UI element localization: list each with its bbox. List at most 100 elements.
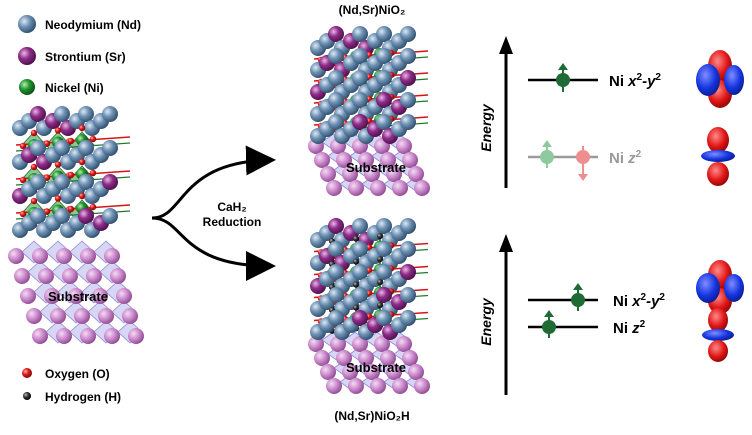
nd-atom	[352, 241, 368, 257]
substrate-atom	[80, 328, 96, 344]
substrate-atom	[74, 308, 90, 324]
orbital-z2-top	[701, 127, 735, 186]
o-atom	[67, 137, 75, 145]
nd-atom	[376, 264, 392, 280]
substrate-label-top: Substrate	[346, 160, 406, 175]
o-atom	[67, 205, 75, 213]
nd-atom	[376, 48, 392, 64]
energy-diagram-bottom: Energy Ni x2-y2 Ni z2	[478, 234, 744, 395]
substrate-atom	[374, 336, 390, 352]
level-label-z2-bottom: Ni z2	[613, 319, 646, 337]
electron-up-z2-top	[540, 140, 554, 168]
o-atom	[19, 176, 27, 184]
substrate-atom	[342, 364, 358, 380]
nd-atom	[30, 174, 46, 190]
orbital-x2y2-top	[696, 50, 744, 108]
substrate-atom	[320, 364, 336, 380]
sr-atom	[400, 70, 416, 86]
nd-atom	[400, 92, 416, 108]
nd-atom	[376, 114, 392, 130]
legend-nd-swatch	[18, 15, 36, 33]
substrate-atom	[8, 248, 24, 264]
substrate-atom	[386, 364, 402, 380]
nd-atom	[30, 140, 46, 156]
substrate-atom	[392, 180, 408, 196]
nd-atom	[376, 218, 392, 234]
substrate-atom	[408, 364, 424, 380]
h-atom	[377, 256, 383, 263]
nd-atom	[376, 241, 392, 257]
orbital-z2-bottom	[702, 308, 734, 362]
legend-sr-swatch	[18, 47, 36, 65]
level-label-x2y2-bottom: Ni x2-y2	[613, 292, 665, 310]
nd-atom	[30, 208, 46, 224]
substrate-atom	[92, 288, 108, 304]
substrate-atom	[56, 328, 72, 344]
nd-atom	[400, 114, 416, 130]
substrate-atom	[380, 152, 396, 168]
nd-atom	[376, 310, 392, 326]
formula-bottom: (Nd,Sr)NiO₂H	[334, 409, 409, 423]
nd-atom	[54, 140, 70, 156]
sr-atom	[102, 174, 118, 190]
h-atom	[353, 235, 359, 242]
level-label-x2y2-top: Ni x2-y2	[609, 72, 661, 90]
o-atom	[54, 161, 62, 168]
substrate-atom	[314, 152, 330, 168]
nd-atom	[328, 114, 344, 130]
substrate-atom	[364, 166, 380, 182]
substrate-atom	[408, 166, 424, 182]
substrate-atom	[86, 268, 102, 284]
energy-axis-label-top: Energy	[478, 103, 494, 152]
o-atom	[30, 197, 38, 205]
energy-axis-arrowhead-bottom	[499, 234, 513, 252]
substrate-atom	[314, 350, 330, 366]
branch-arrow-top	[151, 145, 276, 220]
legend-ni-swatch	[19, 79, 35, 95]
nd-atom	[328, 287, 344, 303]
legend-ni-label: Nickel (Ni)	[45, 81, 104, 95]
h-atom	[377, 302, 383, 309]
substrate-atom	[402, 350, 418, 366]
substrate-atom	[104, 248, 120, 264]
nd-atom	[78, 106, 94, 122]
nd-atom	[352, 287, 368, 303]
nd-atom	[400, 26, 416, 42]
substrate-atom	[62, 268, 78, 284]
nd-atom	[102, 106, 118, 122]
nd-atom	[400, 310, 416, 326]
o-atom	[78, 158, 86, 166]
nd-atom	[54, 174, 70, 190]
nd-atom	[352, 218, 368, 234]
substrate-atom	[20, 288, 36, 304]
legend-h-label: Hydrogen (H)	[45, 390, 121, 404]
nd-atom	[328, 264, 344, 280]
substrate-atom	[348, 378, 364, 394]
substrate-atom	[348, 180, 364, 196]
substrate-atom	[38, 268, 54, 284]
substrate-atom	[358, 152, 374, 168]
substrate-atom	[26, 308, 42, 324]
sr-atom	[30, 106, 46, 122]
substrate-atom	[370, 378, 386, 394]
nd-atom	[400, 241, 416, 257]
substrate-atom	[364, 364, 380, 380]
legend-nd-label: Neodymium (Nd)	[45, 18, 141, 32]
legend-top: Neodymium (Nd) Strontium (Sr) Nickel (Ni…	[18, 15, 141, 95]
reaction-label: Reduction	[203, 215, 262, 229]
sr-atom	[376, 92, 392, 108]
o-atom	[30, 163, 38, 171]
sr-atom	[328, 218, 344, 234]
nd-atom	[54, 106, 70, 122]
nd-atom	[328, 241, 344, 257]
o-atom	[54, 195, 62, 202]
substrate-atom	[370, 180, 386, 196]
o-atom	[89, 203, 97, 211]
substrate-atom	[98, 308, 114, 324]
sr-atom	[78, 208, 94, 224]
nd-atom	[78, 174, 94, 190]
crystal-infinite-layer	[308, 26, 430, 196]
substrate-atom	[326, 180, 342, 196]
substrate-atom	[342, 166, 358, 182]
nd-atom	[102, 140, 118, 156]
